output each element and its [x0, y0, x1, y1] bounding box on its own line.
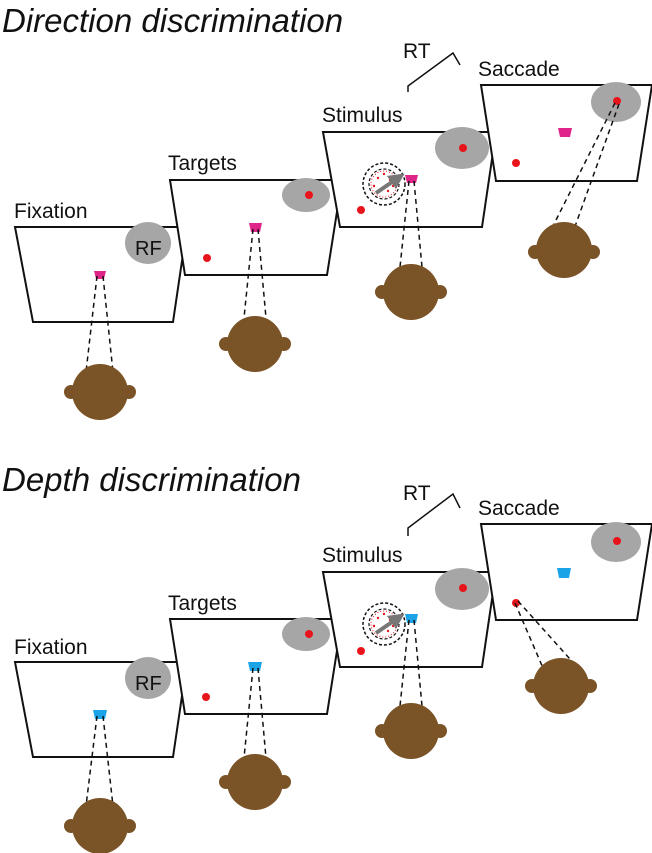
fixation-point — [558, 128, 572, 137]
stimulus-screen — [321, 568, 498, 759]
target-dot-opposite — [357, 647, 365, 655]
gaze-line — [85, 275, 98, 373]
target-dot-in-rf — [459, 144, 467, 152]
motion-arrow — [374, 613, 405, 635]
fixation-screen: RF — [13, 657, 189, 853]
target-dot-opposite — [203, 254, 211, 262]
gaze-line — [85, 715, 98, 807]
screen-label-stimulus: Stimulus — [322, 544, 403, 567]
fixation-point — [405, 175, 418, 183]
targets-screen — [168, 617, 344, 810]
gaze-line — [257, 667, 267, 759]
direction-panel: Direction discrimination RF Fixation — [2, 2, 652, 420]
target-dot-in-rf — [305, 191, 313, 199]
gaze-line — [514, 602, 544, 669]
rf-label: RF — [135, 238, 162, 260]
monkey-head — [375, 264, 447, 320]
monkey-head — [375, 703, 447, 759]
target-dot-in-rf — [613, 537, 621, 545]
screen-label-fixation: Fixation — [14, 200, 88, 223]
screen-label-stimulus: Stimulus — [322, 104, 403, 127]
fixation-point — [405, 614, 418, 623]
target-dot-in-rf — [305, 630, 313, 638]
monkey-head — [525, 658, 597, 714]
monkey-head — [64, 364, 136, 420]
depth-panel: Depth discrimination RF Fixation — [2, 461, 652, 853]
target-dot-opposite — [202, 693, 210, 701]
direction-panel-title: Direction discrimination — [2, 2, 343, 39]
motion-arrow — [374, 173, 405, 195]
target-dot-in-rf — [459, 584, 467, 592]
gaze-line — [572, 103, 620, 233]
monkey-head — [219, 754, 291, 810]
monkey-head — [64, 798, 136, 853]
depth-panel-title: Depth discrimination — [2, 461, 301, 498]
target-dot-opposite — [512, 159, 520, 167]
gaze-line — [102, 275, 114, 373]
receptive-field — [125, 222, 171, 264]
rt-bracket: RT — [403, 482, 461, 536]
targets-screen — [168, 178, 344, 372]
fixation-screen: RF — [13, 222, 189, 420]
gaze-line — [243, 228, 254, 319]
gaze-line — [549, 102, 616, 233]
fixation-point — [93, 710, 107, 719]
gaze-line — [243, 667, 254, 759]
rt-label: RT — [403, 482, 431, 505]
gaze-line — [399, 619, 410, 707]
screen-label-saccade: Saccade — [478, 497, 560, 520]
fixation-point — [248, 662, 262, 671]
gaze-line — [399, 180, 410, 268]
rf-label: RF — [135, 673, 162, 695]
fixation-point — [557, 568, 571, 578]
stimulus-screen — [321, 127, 498, 320]
screen-label-saccade: Saccade — [478, 58, 560, 81]
screen-label-targets: Targets — [168, 592, 237, 615]
saccade-screen — [479, 522, 652, 714]
gaze-line — [102, 715, 114, 807]
fixation-point — [249, 223, 262, 232]
gaze-line — [257, 228, 267, 319]
receptive-field — [125, 657, 171, 699]
fixation-point — [94, 271, 106, 279]
gaze-line — [517, 600, 579, 669]
monkey-head — [219, 316, 291, 372]
target-dot-opposite — [357, 206, 365, 214]
rt-label: RT — [403, 40, 431, 63]
saccade-screen — [479, 82, 652, 278]
monkey-head — [528, 222, 600, 278]
screen-label-targets: Targets — [168, 152, 237, 175]
rt-bracket: RT — [403, 40, 461, 92]
screen-label-fixation: Fixation — [14, 636, 88, 659]
